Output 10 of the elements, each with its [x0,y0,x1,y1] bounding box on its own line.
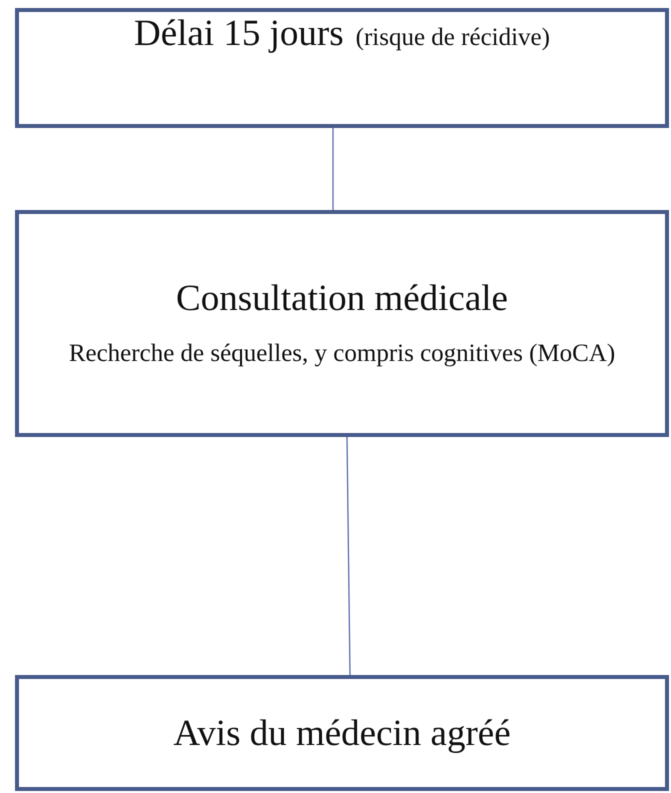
box-text: (risque de récidive) [356,24,550,52]
process-box [15,8,669,128]
box-title: Avis du médecin agréé [173,712,511,754]
box-title: Délai 15 jours [134,12,344,55]
connector-line [332,128,334,210]
process-box [15,210,669,437]
box-text: Recherche de séquelles, y compris cognitives (MoCA) [68,338,616,369]
box-title: Consultation médicale [176,276,508,320]
connector-line [346,437,351,675]
process-box [15,675,669,791]
